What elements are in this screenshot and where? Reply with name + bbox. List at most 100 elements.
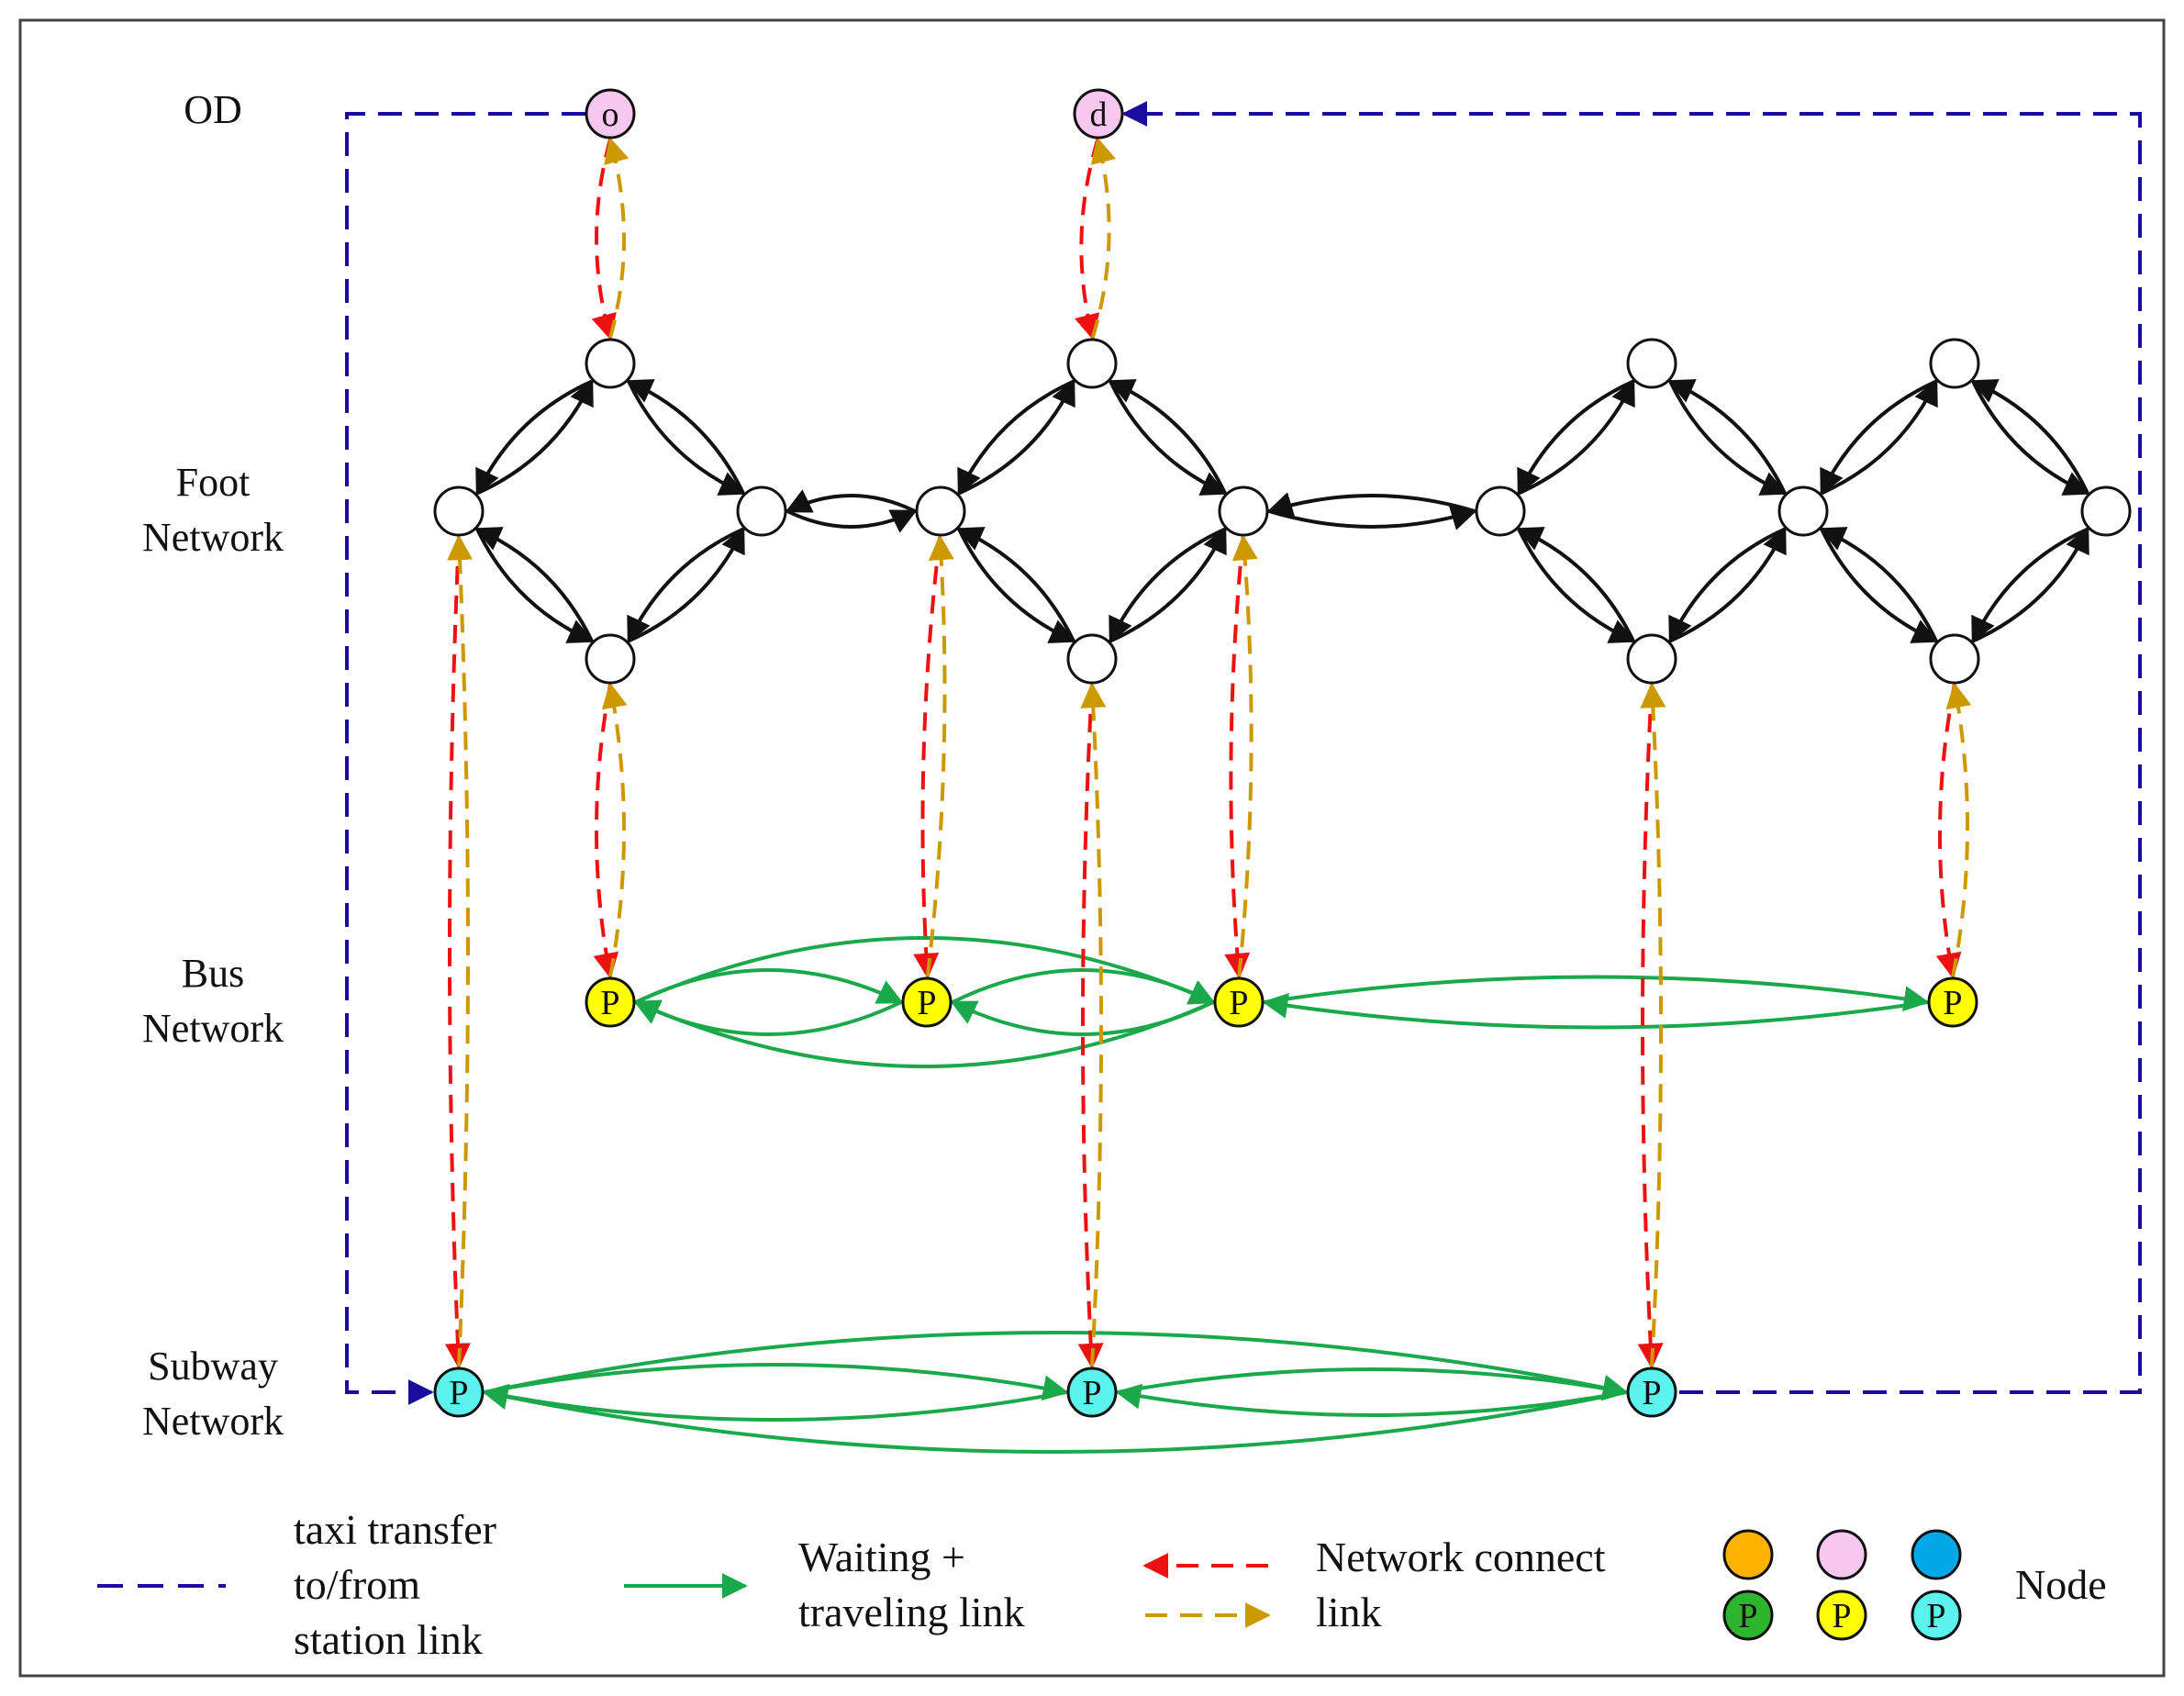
connect-foot-bus3-up bbox=[1231, 534, 1258, 977]
foot-node-t1 bbox=[1066, 338, 1118, 389]
legend-node-yellow-station-label: P bbox=[1832, 1597, 1851, 1635]
taxi-links bbox=[345, 101, 2142, 1405]
foot-node-r1 bbox=[1218, 485, 1269, 537]
bus-station-node-4-label: P bbox=[1943, 984, 1962, 1022]
subway-station-node-1: P bbox=[433, 1367, 485, 1418]
layer-label-subway-1: Subway bbox=[148, 1344, 278, 1389]
foot-link-3-rb bbox=[1971, 527, 2089, 643]
foot-link-3-tr-reverse bbox=[1970, 379, 2089, 495]
destination-node-label: d bbox=[1090, 95, 1108, 134]
legend-node-cyan-station: P bbox=[1911, 1590, 1962, 1641]
bus-link-1-3 bbox=[635, 936, 1216, 1005]
legend-taxi-label-2: to/from bbox=[294, 1561, 420, 1608]
foot-link-3-lt bbox=[1821, 379, 1938, 496]
foot-link-1-bl bbox=[956, 527, 1075, 642]
legend-connect-label-2: link bbox=[1316, 1589, 1382, 1635]
connect-o-foot-down bbox=[591, 139, 617, 340]
subway-link-3-2 bbox=[1115, 1383, 1627, 1417]
layer-label-foot-1: Foot bbox=[176, 460, 251, 505]
foot-link-3-lt-reverse bbox=[1820, 379, 1937, 496]
figure-border bbox=[18, 18, 2166, 1678]
subway-link-1-3 bbox=[484, 1331, 1629, 1400]
bus-station-node-3-label: P bbox=[1229, 984, 1248, 1022]
subway-link-3-1 bbox=[482, 1384, 1627, 1454]
connect-foot-subway1-down bbox=[444, 536, 471, 1369]
foot-node-b0 bbox=[585, 633, 636, 685]
connect-foot-bus3-down bbox=[1224, 536, 1251, 979]
foot-node-r3 bbox=[2080, 485, 2132, 537]
foot-link-0-tr-reverse bbox=[626, 379, 745, 495]
origin-node: o bbox=[585, 88, 636, 139]
foot-link-2-tr-reverse bbox=[1667, 379, 1787, 495]
foot-link-0-lt-reverse bbox=[475, 379, 593, 496]
foot-link-1-tr-reverse bbox=[1108, 379, 1227, 495]
bus-station-node-2: P bbox=[901, 976, 953, 1028]
foot-link-1-rb bbox=[1109, 527, 1226, 643]
destination-node: d bbox=[1073, 88, 1124, 139]
foot-link-1-tr bbox=[1109, 380, 1228, 496]
foot-link-1-rb-reverse bbox=[1109, 527, 1227, 643]
taxi-link-subway-destination bbox=[1121, 101, 2142, 1394]
subway-link-1-2 bbox=[484, 1363, 1069, 1401]
foot-node-l0 bbox=[433, 485, 485, 537]
bus-station-node-1-label: P bbox=[600, 984, 619, 1022]
foot-link-0-lt bbox=[476, 379, 594, 496]
subway-station-node-3-label: P bbox=[1642, 1374, 1661, 1412]
subway-station-node-2: P bbox=[1066, 1367, 1118, 1418]
foot-link-0-rb-reverse bbox=[628, 527, 745, 643]
foot-node-l2 bbox=[1475, 485, 1526, 537]
foot-link-3-bl bbox=[1819, 527, 1938, 642]
foot-link-2-rb-reverse bbox=[1669, 527, 1787, 643]
foot-link-0-rb bbox=[627, 527, 744, 643]
foot-link-3-tr bbox=[1971, 380, 2090, 496]
foot-link-1-2 bbox=[1268, 505, 1477, 530]
connect-d-foot-down bbox=[1075, 139, 1100, 340]
connect-foot-subway3-up bbox=[1640, 682, 1666, 1367]
connect-foot-bus4-down bbox=[1935, 684, 1962, 979]
foot-link-1-bl-reverse bbox=[957, 528, 1076, 643]
legend-node-green-station-label: P bbox=[1738, 1597, 1757, 1635]
foot-link-1-lt bbox=[958, 379, 1075, 496]
legend-node-green-station: P bbox=[1722, 1590, 1774, 1641]
subway-link-2-1 bbox=[482, 1383, 1067, 1422]
bus-station-node-4: P bbox=[1927, 976, 1978, 1028]
foot-link-0-bl-reverse bbox=[475, 528, 595, 643]
nodes: o dP P P P P P P bbox=[433, 88, 2132, 1418]
foot-link-2-bl-reverse bbox=[1517, 528, 1636, 643]
connect-d-foot-up bbox=[1090, 137, 1116, 339]
foot-link-0-1-reverse bbox=[785, 489, 916, 513]
legend-node-blue bbox=[1911, 1529, 1962, 1580]
bus-link-3-4 bbox=[1264, 975, 1930, 1012]
bus-link-3-1 bbox=[633, 999, 1214, 1068]
foot-node-t2 bbox=[1626, 338, 1677, 389]
subway-station-node-1-label: P bbox=[449, 1374, 468, 1412]
foot-link-1-2-reverse bbox=[1266, 492, 1476, 518]
connect-links bbox=[444, 137, 1972, 1369]
legend-waiting-label-1: Waiting + bbox=[798, 1534, 965, 1580]
bus-station-node-1: P bbox=[585, 976, 636, 1028]
foot-node-t3 bbox=[1929, 338, 1980, 389]
foot-node-t0 bbox=[585, 338, 636, 389]
foot-node-b3 bbox=[1929, 633, 1980, 685]
legend-node-label: Node bbox=[2015, 1561, 2107, 1608]
foot-link-3-bl-reverse bbox=[1820, 528, 1939, 643]
foot-node-r0 bbox=[736, 485, 787, 537]
layer-labels: OD Foot Network Bus Network Subway Netwo… bbox=[142, 87, 284, 1444]
layer-label-foot-2: Network bbox=[142, 515, 284, 560]
layer-label-od: OD bbox=[184, 87, 242, 132]
foot-link-2-bl bbox=[1516, 527, 1635, 642]
bus-station-node-3: P bbox=[1213, 976, 1265, 1028]
foot-link-2-lt bbox=[1518, 379, 1635, 496]
foot-link-2-tr bbox=[1668, 380, 1788, 496]
foot-link-0-bl bbox=[474, 527, 594, 642]
bus-station-node-2-label: P bbox=[917, 984, 936, 1022]
connect-foot-bus1-down bbox=[593, 684, 619, 979]
legend-node-orange bbox=[1722, 1529, 1774, 1580]
layer-label-subway-2: Network bbox=[142, 1399, 284, 1444]
legend-waiting-label-2: traveling link bbox=[798, 1589, 1025, 1635]
foot-link-0-tr bbox=[627, 380, 746, 496]
connect-o-foot-up bbox=[604, 137, 630, 339]
legend-node-pink bbox=[1816, 1529, 1867, 1580]
